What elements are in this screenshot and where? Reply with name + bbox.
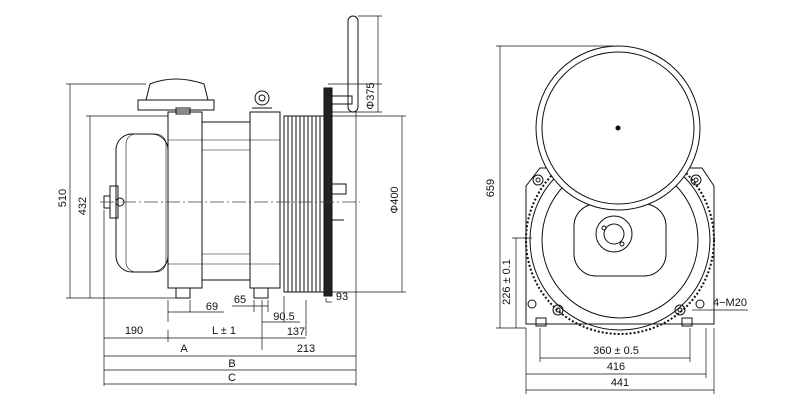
dim-90-5: 90.5 — [273, 311, 294, 323]
bolt-spec-label: 4−M20 — [713, 297, 747, 309]
dim-l: L ± 1 — [212, 325, 236, 337]
gear-teeth — [525, 145, 715, 335]
base-frame — [525, 167, 715, 325]
lifting-eye — [254, 90, 270, 106]
side-view-dimensions — [66, 15, 406, 386]
dim-65: 65 — [234, 294, 246, 306]
dim-dia-375: Φ375 — [365, 82, 377, 109]
traction-sheave — [283, 115, 325, 293]
hub-center — [595, 215, 633, 253]
dim-c: C — [228, 372, 236, 384]
gear-ring — [323, 87, 333, 297]
shaft-end — [331, 183, 347, 195]
dim-height-frame: 432 — [77, 197, 89, 215]
dim-width-360: 360 ± 0.5 — [593, 345, 639, 357]
dim-width-416: 416 — [607, 361, 625, 373]
side-view-labels: 510 432 190 69 65 L ± 1 90.5 137 93 213 … — [57, 82, 401, 384]
foot-right — [253, 287, 269, 299]
dim-height-226: 226 ± 0.1 — [501, 259, 513, 305]
motor-housing-left — [167, 111, 203, 289]
dim-a: A — [180, 343, 188, 355]
dim-213: 213 — [297, 343, 315, 355]
dim-137: 137 — [287, 326, 305, 338]
dim-dia-400: Φ400 — [389, 186, 401, 213]
hub-plate — [573, 203, 667, 277]
dim-width-441: 441 — [611, 377, 629, 389]
front-view — [525, 45, 715, 335]
dim-height-overall: 510 — [57, 189, 69, 207]
front-view-dimensions — [496, 45, 748, 394]
dim-69: 69 — [206, 301, 218, 313]
motor-housing-mid — [201, 121, 251, 281]
foot-left — [175, 287, 191, 299]
dim-93: 93 — [336, 291, 348, 303]
side-view — [100, 15, 360, 299]
dim-b: B — [228, 358, 235, 370]
dim-height-659: 659 — [485, 179, 497, 197]
dim-190: 190 — [125, 325, 143, 337]
front-view-labels: 659 226 ± 0.1 4−M20 360 ± 0.5 416 441 — [485, 179, 747, 389]
motor-housing-right — [249, 111, 281, 289]
hand-crank — [347, 15, 359, 113]
